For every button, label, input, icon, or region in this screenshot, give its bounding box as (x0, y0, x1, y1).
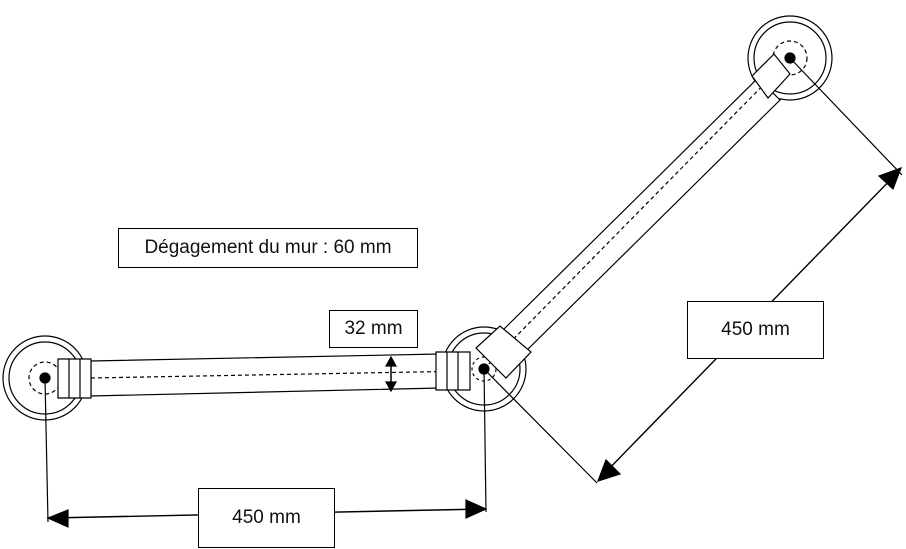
wall-clearance-text: Dégagement du mur : 60 mm (144, 237, 392, 258)
horizontal-length-text: 450 mm (232, 507, 301, 528)
angled-length-label: 450 mm (687, 301, 824, 359)
horizontal-tube (57, 351, 471, 399)
angled-tube (475, 53, 791, 379)
tube-diameter-text: 32 mm (344, 318, 403, 339)
wall-clearance-label: Dégagement du mur : 60 mm (118, 228, 418, 268)
diameter-dimension (384, 355, 398, 393)
top-wall-flange (747, 15, 833, 101)
angled-length-text: 450 mm (721, 319, 790, 340)
horizontal-length-label: 450 mm (198, 488, 335, 548)
angled-dimension (483, 57, 903, 484)
tube-diameter-label: 32 mm (329, 310, 418, 348)
